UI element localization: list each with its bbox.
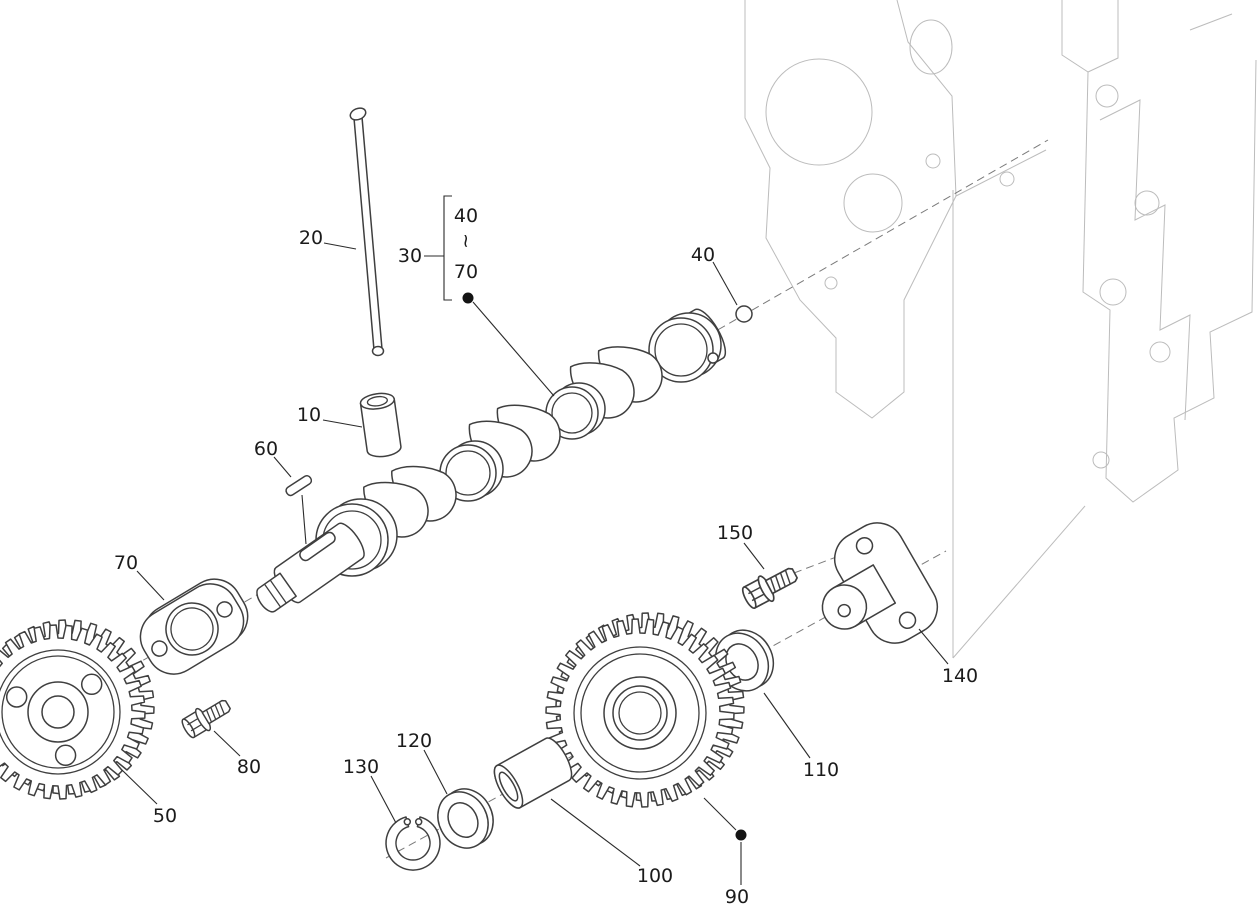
bolt-hole [216,601,233,618]
idle-gear-bore [612,685,668,741]
callout-140: 140 [942,665,978,687]
thrust-plate [139,578,249,675]
shaft-boss-hole [837,603,851,618]
callout-60: 60 [254,438,278,460]
callout-150: 150 [717,522,753,544]
camshaft [256,308,727,613]
callout-10: 10 [297,404,321,426]
woodruff-key [285,474,313,497]
bolt-hole [898,611,917,629]
push-rod-ball-end [349,107,367,121]
callout-90: 90 [725,886,749,908]
callout-100: 100 [637,865,673,887]
bracket-bolt [738,560,803,613]
push-rod-tip [371,345,385,357]
callout-130: 130 [343,756,379,778]
snap-ring [385,816,441,871]
lightening-hole [80,673,103,696]
dowel-hole [707,352,719,364]
callout-20: 20 [299,227,323,249]
bushing-bore [498,771,519,802]
lightening-hole [5,686,28,708]
bolt-hole [151,640,168,657]
callout-70-range-end: 70 [454,261,478,283]
lightening-hole [54,744,77,767]
snap-ring-lug-hole [414,818,423,826]
callout-40-range-start: 40 [454,205,478,227]
callout-70-plate: 70 [114,552,138,574]
callout-120: 120 [396,730,432,752]
washer [437,788,494,849]
callout-50: 50 [153,805,177,827]
idle-gear [545,612,745,808]
bolt-hole [855,537,874,555]
reference-dot [462,292,474,304]
push-rod [349,107,385,357]
reference-dot [735,829,747,841]
engine-block-ghost [744,0,1257,659]
steel-ball [735,305,753,323]
bushing [493,737,573,809]
callout-labels: 20 10 60 30 40 ~ 70 40 70 50 80 130 120 … [114,205,978,908]
callout-30: 30 [398,245,422,267]
tappet [359,392,402,458]
thrust-plate-bore [165,602,219,656]
camshaft-front-end [256,522,365,613]
camshaft-rear-journal [648,317,714,383]
range-bracket [443,195,452,301]
callout-40-ball: 40 [691,244,715,266]
callout-80: 80 [237,756,261,778]
camshaft-gear [0,619,155,800]
callout-110: 110 [803,759,839,781]
gear-bolt [178,693,236,742]
callout-leaders [121,195,949,885]
keyway-slot [299,531,336,562]
gear-bore [41,695,75,729]
snap-ring-lug-hole [403,818,412,826]
idle-gear-shaft-bracket [821,522,939,644]
range-tilde: ~ [455,233,477,249]
